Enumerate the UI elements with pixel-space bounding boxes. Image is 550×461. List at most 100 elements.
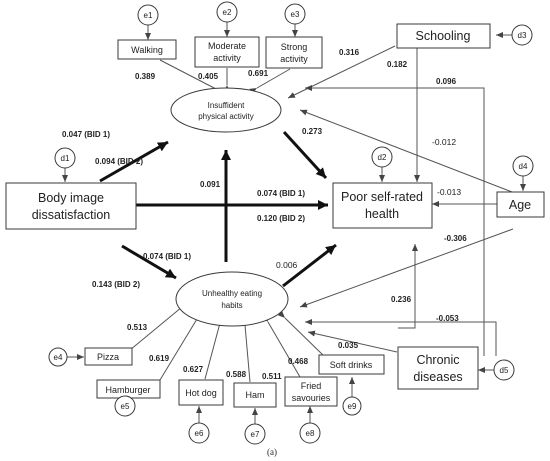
e4-label: e4 [54,353,63,362]
coef-bid-ueh-1: 0.074 (BID 1) [143,252,191,261]
figure-caption: (a) [267,447,277,457]
e9-label: e9 [348,402,357,411]
fried-savouries-indicator: Fried savouries [284,376,338,407]
e2-circle [216,1,238,23]
e1-circle [137,4,159,26]
coef-moderate: 0.405 [198,72,219,81]
coef-pizza: 0.513 [127,323,148,332]
d3-circle [511,24,533,46]
e5-label: e5 [121,402,130,411]
age-to-ueh-arrow [299,228,514,308]
age-label: Age [509,198,531,212]
coef-ham: 0.588 [226,370,247,379]
coef-soft-extra: 0.035 [338,341,359,350]
disturbance-terms: d1 d2 d3 d4 d5 [54,24,534,381]
coef-hotdog: 0.627 [183,365,204,374]
ham-loading-arrow [241,317,251,383]
coef-ueh-health: 0.006 [276,260,298,270]
coef-soft: 0.468 [288,357,309,366]
e3-circle [284,3,306,25]
d1-label: d1 [61,154,70,163]
soft-loading-arrow [277,310,326,358]
chronic-to-ipa-arrow [305,85,485,356]
coef-age-health: -0.013 [437,187,461,197]
d3-label: d3 [518,31,527,40]
e8-circle [299,422,321,444]
pizza-loading-arrow [129,300,190,351]
coef-bid-ueh-2: 0.143 (BID 2) [92,280,140,289]
insufficient-activity-label-2: physical activity [198,112,254,121]
error-terms: e1 e2 e3 e4 e5 e6 e7 e8 e9 [48,1,362,445]
fried-label-1: Fried [301,381,322,391]
chronic-to-ueh-secondary-arrow [307,330,398,353]
chronic-diseases-node: Chronic diseases [397,346,479,390]
age-node: Age [496,191,545,218]
ham-indicator: Ham [233,382,277,408]
strong-label-2: activity [280,54,308,64]
main-path-arrows [99,130,337,288]
moderate-activity-indicator: Moderate activity [194,36,260,68]
chronic-label-2: diseases [413,370,462,384]
schooling-label: Schooling [416,29,471,43]
hotdog-loading-arrow [204,315,225,380]
walking-label: Walking [131,45,163,55]
moderate-label-1: Moderate [208,41,246,51]
pizza-label: Pizza [97,352,119,362]
e1-label: e1 [144,11,153,20]
bid-to-ipa-arrow [99,140,169,183]
moderate-label-2: activity [213,53,241,63]
bid-to-ueh-arrow [121,244,177,280]
chronic-label-1: Chronic [416,353,459,367]
error-arrows [62,22,526,424]
coef-hamburger: 0.619 [149,354,170,363]
poor-health-label-2: health [365,207,399,221]
coef-chronic-ueh: -0.053 [436,314,459,323]
coef-bid-ipa-2: 0.094 (BID 2) [95,157,143,166]
e2-label: e2 [223,8,232,17]
e9-circle [342,396,362,416]
coef-bid-health-1: 0.074 (BID 1) [257,189,305,198]
coef-age-ipa: -0.012 [432,137,456,147]
coef-walking: 0.389 [135,72,156,81]
d4-circle [512,155,534,177]
coef-bid-ipa-1: 0.047 (BID 1) [62,130,110,139]
e3-label: e3 [291,10,300,19]
coef-fried: 0.511 [262,372,282,381]
loading-arrows [129,59,326,383]
ipa-to-health-arrow [282,130,328,180]
coef-chronic-health: 0.236 [391,295,412,304]
schooling-node: Schooling [396,23,491,49]
fried-label-2: savouries [292,393,331,403]
path-coefficients: 0.389 0.405 0.691 0.316 0.182 0.096 -0.0… [62,48,467,381]
walking-loading-arrow [159,59,226,96]
coef-ueh-ipa: 0.091 [200,180,221,189]
soft-drinks-label: Soft drinks [330,360,373,370]
coef-strong: 0.691 [248,69,269,78]
e6-label: e6 [195,429,204,438]
d5-circle [493,359,515,381]
walking-indicator: Walking [117,39,177,60]
unhealthy-eating-label-1: Unhealthy eating [202,289,262,298]
e4-circle [48,347,68,367]
coef-ipa-health: 0.273 [302,127,323,136]
covariate-arrows [287,45,514,356]
ueh-to-health-arrow [282,243,337,288]
soft-drinks-indicator: Soft drinks [318,354,385,375]
d1-circle [54,147,76,169]
coef-age-ueh: -0.306 [444,234,467,243]
insufficient-activity-node: Insuffident physical activity [170,87,282,133]
insufficient-activity-label-1: Insuffident [208,101,246,110]
strong-loading-arrow [249,68,291,95]
d2-circle [371,146,393,168]
d5-label: d5 [500,366,509,375]
body-image-node: Body image dissatisfaction [5,182,137,230]
e6-circle [188,422,210,444]
hotdog-indicator: Hot dog [178,379,224,406]
e8-label: e8 [306,429,315,438]
d2-label: d2 [378,153,387,162]
d4-label: d4 [519,162,528,171]
hamburger-indicator: Hamburger [96,379,161,399]
pizza-indicator: Pizza [84,347,133,366]
body-image-label-1: Body image [38,191,104,205]
